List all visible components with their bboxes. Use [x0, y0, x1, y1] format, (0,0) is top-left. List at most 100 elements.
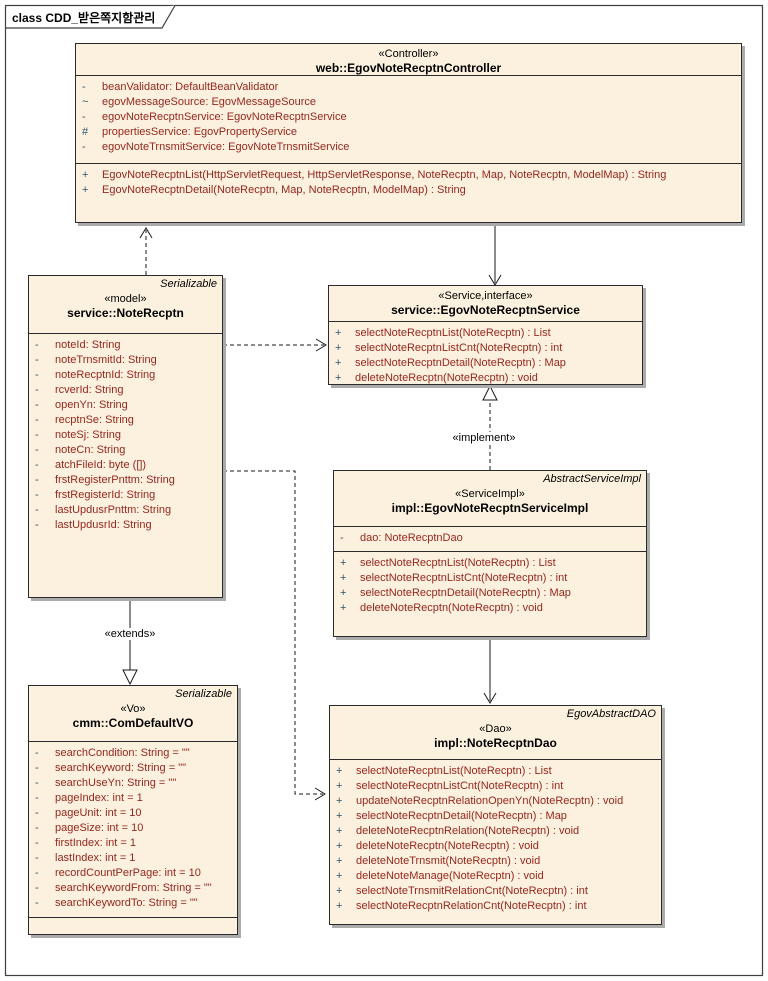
attribute-row: - firstIndex: int = 1: [35, 836, 235, 851]
visibility-marker: +: [340, 572, 347, 584]
operation-row: + deleteNoteRecptnRelation(NoteRecptn) :…: [336, 824, 659, 839]
visibility-marker: +: [336, 780, 343, 792]
class-header: EgovAbstractDAO «Dao» impl::NoteRecptnDa…: [330, 706, 661, 759]
member-text: noteRecptnId: String: [55, 369, 156, 381]
visibility-marker: -: [35, 354, 39, 366]
attribute-row: - noteTrnsmitId: String: [35, 353, 220, 368]
visibility-marker: +: [336, 870, 343, 882]
association-controller-to-service: [488, 223, 502, 286]
member-text: deleteNoteRecptn(NoteRecptn) : void: [356, 840, 539, 852]
member-text: lastUpdusrPnttm: String: [55, 504, 172, 516]
member-text: deleteNoteRecptn(NoteRecptn) : void: [360, 602, 543, 614]
operation-row: + selectNoteRecptnDetail(NoteRecptn) : M…: [336, 809, 659, 824]
visibility-marker: -: [35, 429, 39, 441]
visibility-marker: -: [35, 882, 39, 894]
operation-row: + deleteNoteTrnsmit(NoteRecptn) : void: [336, 854, 659, 869]
class-egovnoterecptncontroller[interactable]: «Controller» web::EgovNoteRecptnControll…: [75, 43, 742, 223]
attribute-row: - egovNoteTrnsmitService: EgovNoteTrnsmi…: [82, 140, 739, 155]
visibility-marker: +: [336, 855, 343, 867]
member-text: noteCn: String: [55, 444, 126, 456]
operations-compartment-empty: [29, 917, 237, 934]
attribute-row: # propertiesService: EgovPropertyService: [82, 125, 739, 140]
member-text: pageUnit: int = 10: [55, 807, 142, 819]
operation-row: + selectNoteRecptnList(NoteRecptn) : Lis…: [335, 326, 640, 341]
member-text: deleteNoteRecptn(NoteRecptn) : void: [355, 372, 538, 384]
visibility-marker: -: [35, 399, 39, 411]
member-text: searchKeyword: String = "": [55, 762, 187, 774]
attribute-row: - searchCondition: String = "": [35, 746, 235, 761]
class-name: service::NoteRecptn: [67, 306, 184, 320]
member-text: lastIndex: int = 1: [55, 852, 136, 864]
class-header: AbstractServiceImpl «ServiceImpl» impl::…: [334, 471, 646, 526]
visibility-marker: -: [35, 504, 39, 516]
attribute-row: - lastUpdusrPnttm: String: [35, 503, 220, 518]
member-text: deleteNoteManage(NoteRecptn) : void: [356, 870, 544, 882]
member-text: selectNoteRecptnRelationCnt(NoteRecptn) …: [356, 900, 587, 912]
class-noterecptn[interactable]: Serializable «model» service::NoteRecptn…: [28, 275, 223, 598]
attribute-row: - openYn: String: [35, 398, 220, 413]
class-header: «Service,interface» service::EgovNoteRec…: [329, 286, 642, 321]
operation-row: + selectNoteTrnsmitRelationCnt(NoteRecpt…: [336, 884, 659, 899]
visibility-marker: -: [35, 747, 39, 759]
visibility-marker: +: [82, 184, 89, 196]
visibility-marker: -: [82, 141, 86, 153]
member-text: egovNoteRecptnService: EgovNoteRecptnSer…: [102, 111, 347, 123]
visibility-marker: +: [336, 840, 343, 852]
member-text: selectNoteRecptnListCnt(NoteRecptn) : in…: [355, 342, 563, 354]
member-text: searchUseYn: String = "": [55, 777, 177, 789]
attribute-row: - searchUseYn: String = "": [35, 776, 235, 791]
attribute-row: - pageIndex: int = 1: [35, 791, 235, 806]
visibility-marker: +: [340, 587, 347, 599]
attribute-row: - rcverId: String: [35, 383, 220, 398]
member-text: frstRegisterId: String: [55, 489, 156, 501]
class-header: «Controller» web::EgovNoteRecptnControll…: [76, 44, 741, 75]
visibility-marker: -: [35, 339, 39, 351]
association-impl-to-dao: [483, 637, 497, 704]
member-text: lastUpdusrId: String: [55, 519, 152, 531]
visibility-marker: -: [35, 792, 39, 804]
visibility-marker: -: [82, 111, 86, 123]
visibility-marker: +: [336, 825, 343, 837]
class-egovnoterecptnservice[interactable]: «Service,interface» service::EgovNoteRec…: [328, 285, 643, 385]
visibility-marker: -: [35, 474, 39, 486]
member-text: deleteNoteTrnsmit(NoteRecptn) : void: [356, 855, 541, 867]
attribute-row: - frstRegisterPnttm: String: [35, 473, 220, 488]
member-text: noteId: String: [55, 339, 121, 351]
member-text: rcverId: String: [55, 384, 124, 396]
visibility-marker: -: [35, 414, 39, 426]
diagram-frame-tab[interactable]: class CDD_받은쪽지함관리: [12, 11, 156, 25]
operations-compartment: + selectNoteRecptnList(NoteRecptn) : Lis…: [334, 551, 646, 636]
extends-label: «extends»: [102, 628, 158, 640]
member-text: EgovNoteRecptnDetail(NoteRecptn, Map, No…: [102, 184, 466, 196]
generalization-model-to-vo: [122, 598, 138, 686]
member-text: pageIndex: int = 1: [55, 792, 143, 804]
operation-row: + selectNoteRecptnList(NoteRecptn) : Lis…: [336, 764, 659, 779]
classifier-label: Serializable: [175, 688, 232, 700]
member-text: firstIndex: int = 1: [55, 837, 137, 849]
operation-row: + updateNoteRecptnRelationOpenYn(NoteRec…: [336, 794, 659, 809]
class-egovnoterecptnserviceimpl[interactable]: AbstractServiceImpl «ServiceImpl» impl::…: [333, 470, 647, 637]
member-text: recordCountPerPage: int = 10: [55, 867, 201, 879]
realization-impl-to-service: [482, 384, 498, 470]
operation-row: + EgovNoteRecptnList(HttpServletRequest,…: [82, 168, 739, 183]
attributes-compartment: - beanValidator: DefaultBeanValidator ~ …: [76, 75, 741, 163]
stereotype-label: «Dao»: [479, 723, 512, 735]
diagram-frame: [4, 4, 764, 977]
visibility-marker: -: [35, 369, 39, 381]
dependency-model-to-service: [223, 338, 327, 352]
visibility-marker: -: [35, 777, 39, 789]
class-noterecptndao[interactable]: EgovAbstractDAO «Dao» impl::NoteRecptnDa…: [329, 705, 662, 925]
attribute-row: - searchKeyword: String = "": [35, 761, 235, 776]
operation-row: + deleteNoteRecptn(NoteRecptn) : void: [336, 839, 659, 854]
attribute-row: - lastUpdusrId: String: [35, 518, 220, 533]
visibility-marker: -: [35, 459, 39, 471]
visibility-marker: -: [82, 81, 86, 93]
attribute-row: - beanValidator: DefaultBeanValidator: [82, 80, 739, 95]
attribute-row: - dao: NoteRecptnDao: [340, 531, 644, 546]
operation-row: + deleteNoteRecptn(NoteRecptn) : void: [340, 601, 644, 616]
operations-compartment: + selectNoteRecptnList(NoteRecptn) : Lis…: [330, 759, 661, 924]
member-text: frstRegisterPnttm: String: [55, 474, 175, 486]
class-comdefaultvo[interactable]: Serializable «Vo» cmm::ComDefaultVO - se…: [28, 685, 238, 935]
visibility-marker: -: [35, 897, 39, 909]
operation-row: + selectNoteRecptnListCnt(NoteRecptn) : …: [340, 571, 644, 586]
